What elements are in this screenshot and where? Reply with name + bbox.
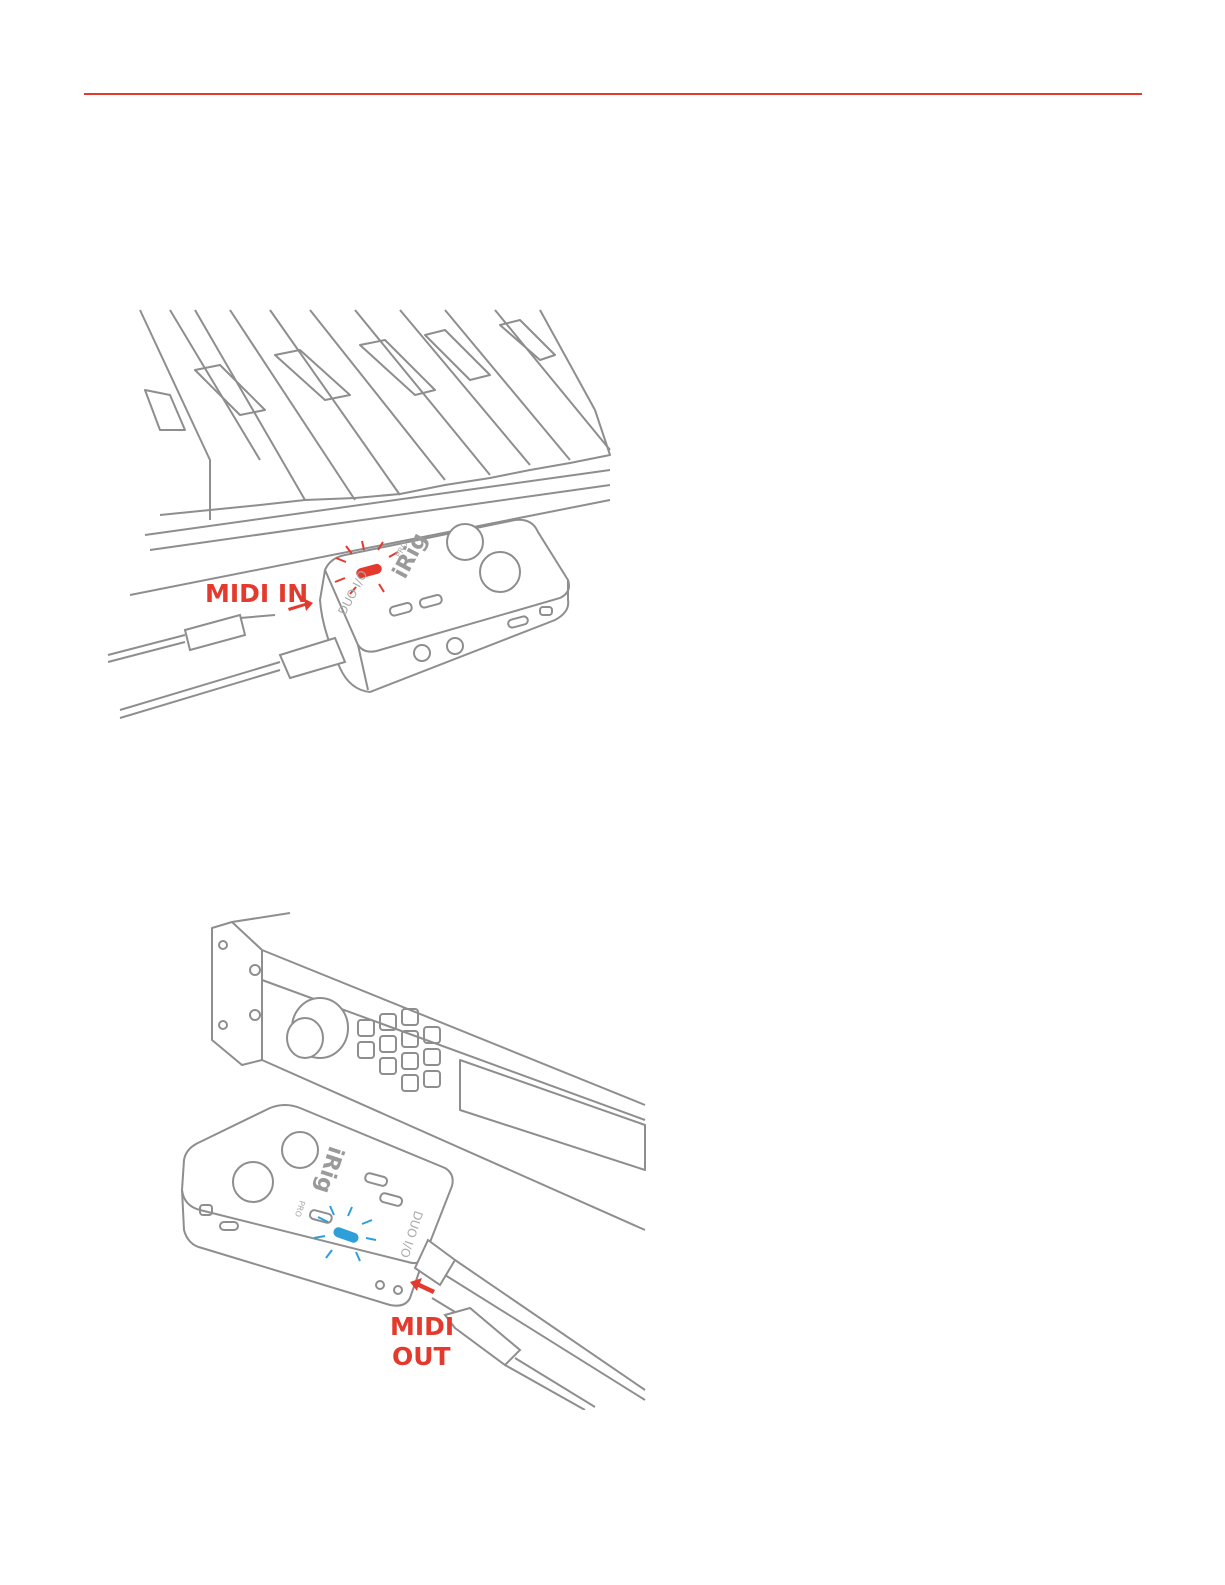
midi-out-arrow	[410, 1278, 435, 1294]
gain-knob-2	[480, 552, 520, 592]
midi-in-label: MIDI IN	[205, 579, 308, 608]
gain-knob-1	[447, 524, 483, 560]
midi-in-diagram: iRig PRO DUO I/O MIDI IN	[100, 300, 630, 730]
gain-knob-4	[282, 1132, 318, 1168]
midi-in-illustration: iRig PRO DUO I/O MIDI IN	[100, 300, 630, 730]
midi-out-diagram: iRig PRO DUO I/O MIDI OUT	[170, 910, 650, 1410]
header-rule	[84, 93, 1142, 95]
cables	[108, 615, 345, 718]
rack-display	[460, 1060, 645, 1170]
irig-device-2: iRig PRO DUO I/O	[182, 1105, 453, 1306]
midi-out-illustration: iRig PRO DUO I/O MIDI OUT	[170, 910, 650, 1410]
midi-out-label-line2: OUT	[392, 1342, 451, 1371]
irig-device: iRig PRO DUO I/O	[320, 520, 569, 692]
midi-out-label-line1: MIDI	[390, 1312, 454, 1341]
gain-knob-3	[233, 1162, 273, 1202]
